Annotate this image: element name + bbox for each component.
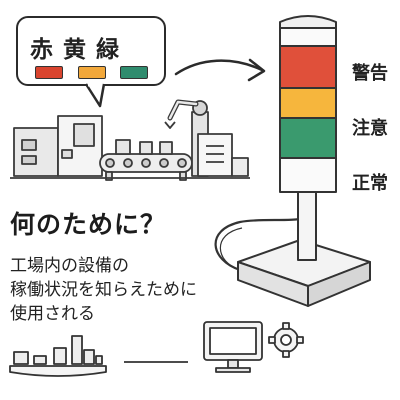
conveyor-icon [99, 139, 193, 181]
red-swatch [35, 66, 63, 79]
yellow-light [279, 87, 337, 119]
monitor-icon [203, 321, 263, 373]
page-title: 何のために？ [10, 210, 167, 239]
yellow-swatch [78, 66, 106, 79]
description-line: 稼働状況を知らえために [10, 280, 197, 300]
tower-label-normal: 正常 [352, 173, 388, 194]
color-names-label: 赤 黄 緑 [30, 37, 121, 63]
tower-label-warning: 警告 [352, 63, 388, 84]
bar-chart-icon [9, 335, 107, 377]
factory-icon [13, 115, 103, 177]
gear-icon [268, 322, 304, 358]
green-swatch [120, 66, 148, 79]
description-line: 工場内の設備の [10, 256, 129, 276]
description-line: 使用される [10, 304, 95, 324]
description: 工場内の設備の 稼働状況を知らえために 使用される [10, 254, 240, 326]
red-light [279, 45, 337, 89]
tower-label-caution: 注意 [352, 118, 388, 139]
